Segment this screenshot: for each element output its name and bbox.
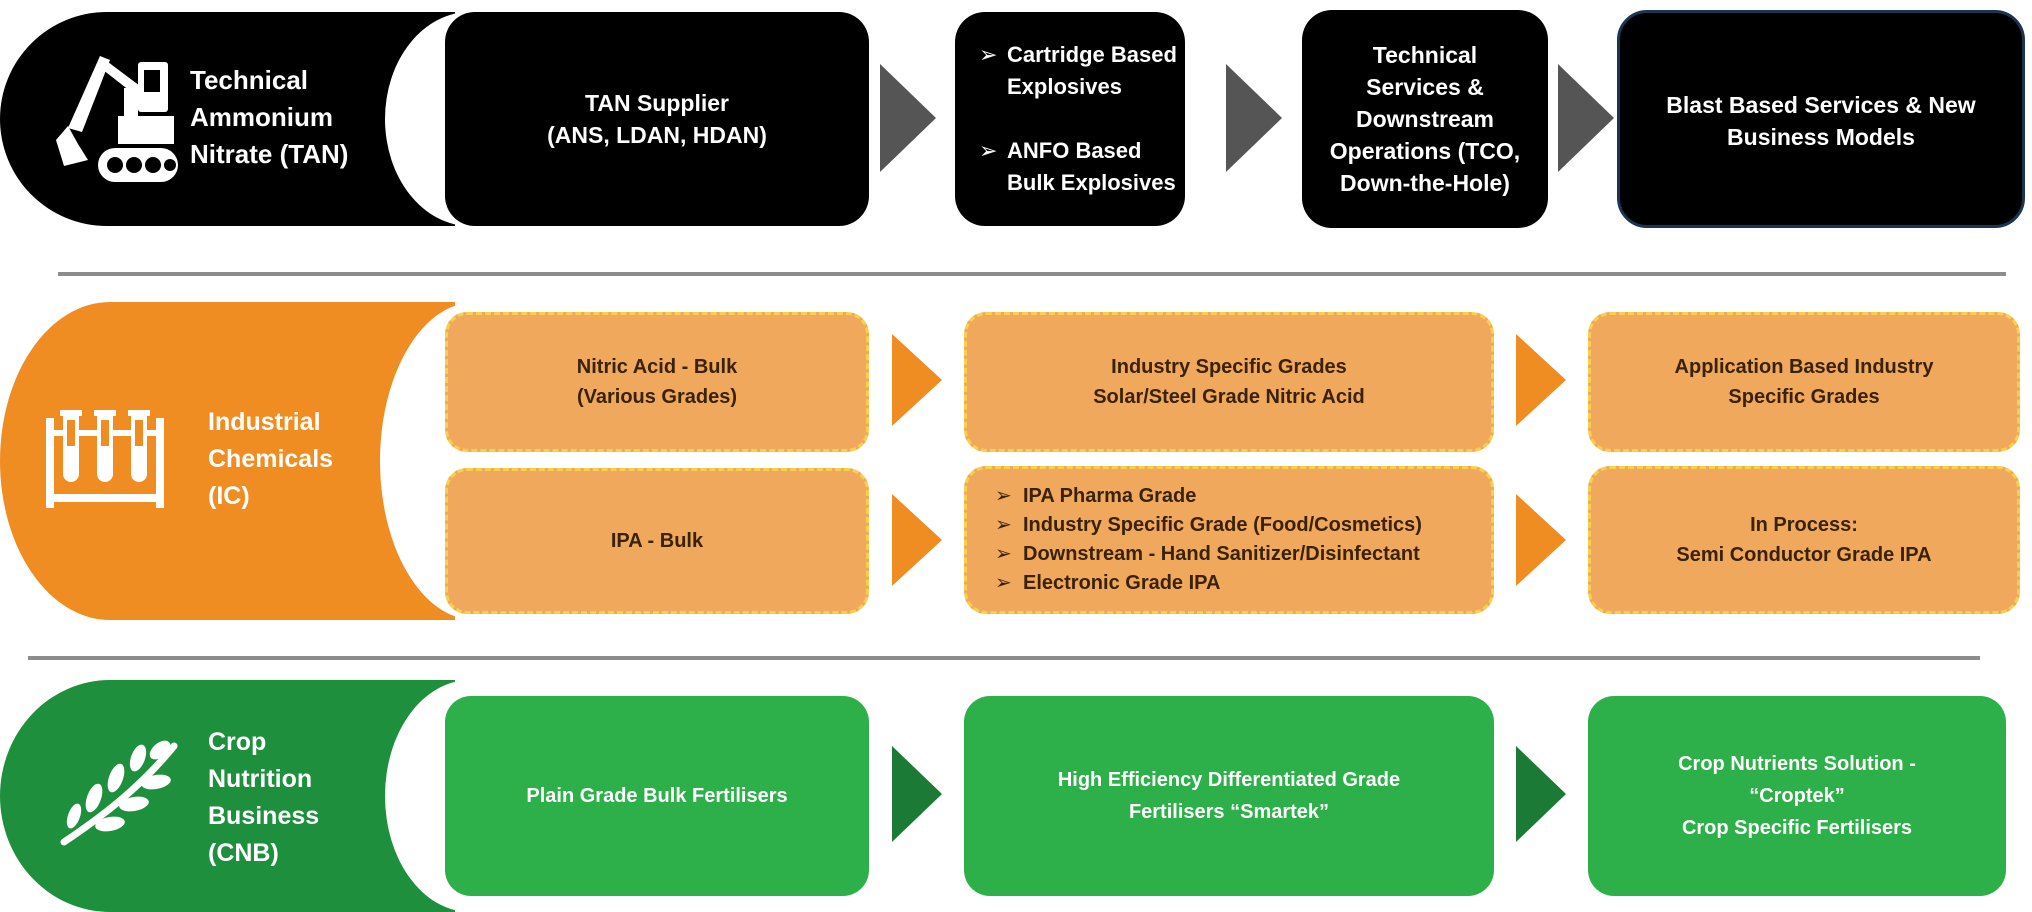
ic-segment-title: Industrial Chemicals (IC) xyxy=(208,408,334,510)
tan-supplier-box: TAN Supplier(ANS, LDAN, HDAN) xyxy=(445,12,869,226)
test-tubes-icon xyxy=(46,410,164,508)
leaf-branch-icon xyxy=(60,740,178,846)
cnb-arrow-2 xyxy=(1516,746,1566,842)
ic-semiconductor-box: In Process:Semi Conductor Grade IPA xyxy=(1588,466,2020,614)
cnb-arrow-1 xyxy=(892,746,942,842)
ic-arrow-1 xyxy=(892,334,942,426)
divider-2 xyxy=(28,656,1980,660)
cnb-segment-label xyxy=(0,680,455,912)
ic-ipa-bulk-box: IPA - Bulk xyxy=(445,468,869,614)
tan-segment-title: Technical Ammonium Nitrate (TAN) xyxy=(190,65,349,169)
ic-ipa-grades-box: IPA Pharma Grade Industry Specific Grade… xyxy=(964,466,1494,614)
tan-explosives-box: Cartridge Based Explosives ANFO Based Bu… xyxy=(955,12,1185,226)
ic-arrow-4 xyxy=(1516,494,1566,586)
ic-arrow-3 xyxy=(892,494,942,586)
ic-arrow-2 xyxy=(1516,334,1566,426)
tan-arrow-1 xyxy=(880,64,936,172)
cnb-croptek-box: Crop Nutrients Solution -“Croptek”Crop S… xyxy=(1588,696,2006,896)
excavator-icon xyxy=(56,56,178,182)
cnb-plain-grade-box: Plain Grade Bulk Fertilisers xyxy=(445,696,869,896)
tan-arrow-3 xyxy=(1558,64,1614,172)
tan-arrow-2 xyxy=(1226,64,1282,172)
ic-nitric-acid-bulk-box: Nitric Acid - Bulk(Various Grades) xyxy=(445,312,869,452)
divider-1 xyxy=(58,272,2006,276)
cnb-segment-title: Crop Nutrition Business (CNB) xyxy=(208,728,320,867)
